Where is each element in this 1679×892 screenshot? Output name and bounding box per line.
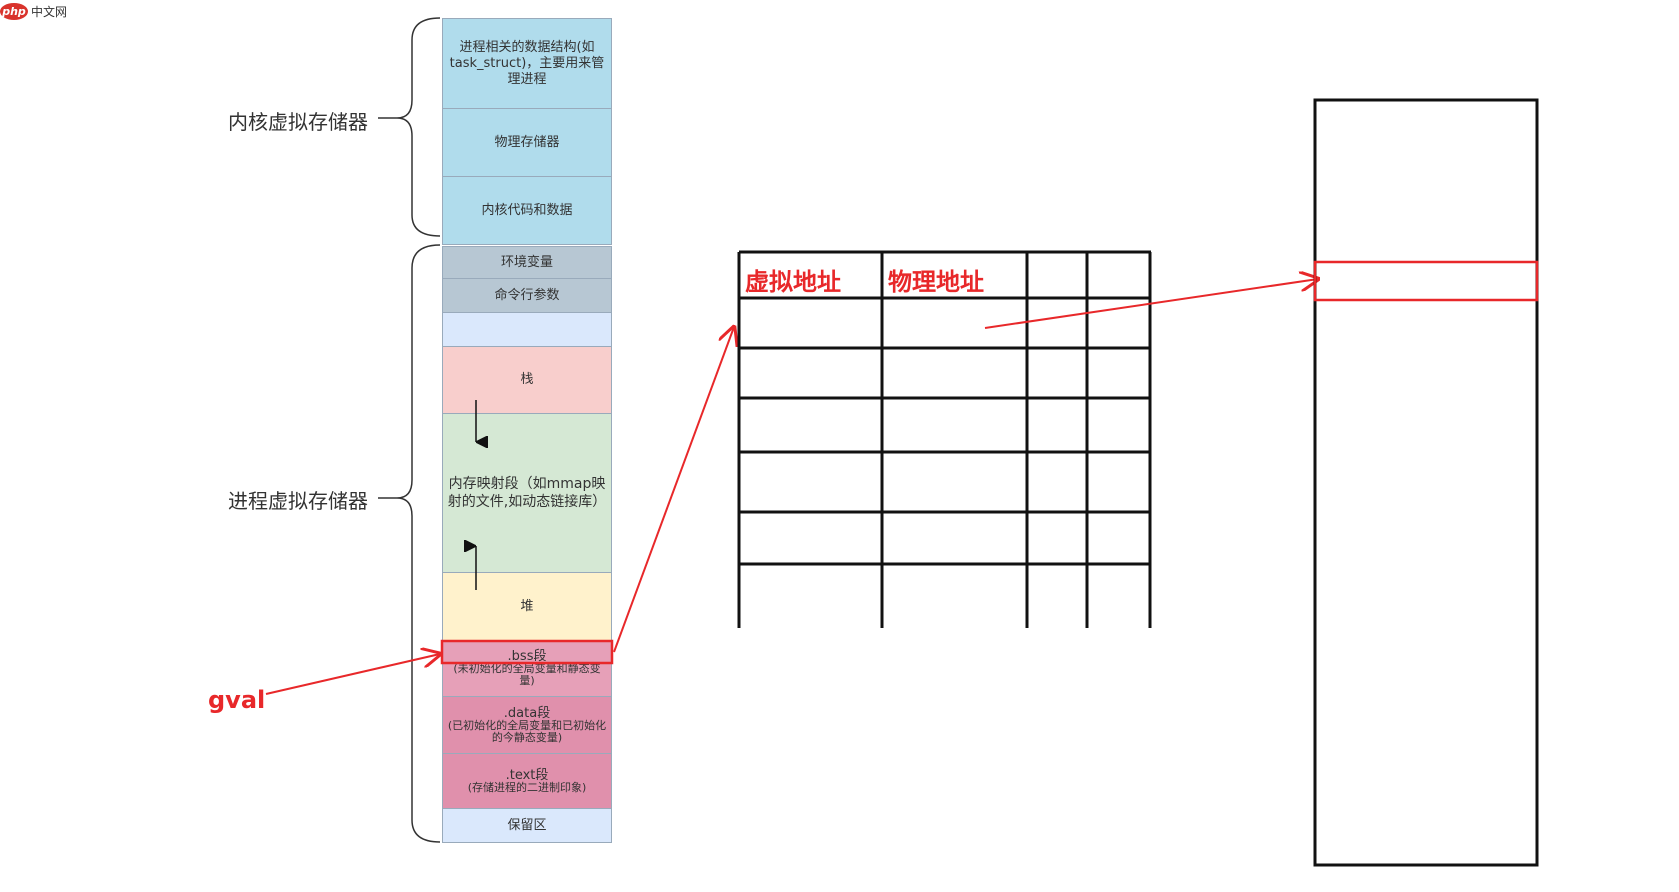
- gval-label: gval: [208, 686, 266, 714]
- site-name: 中文网: [31, 4, 68, 19]
- segment-kernel-code: 内核代码和数据: [442, 177, 612, 245]
- segment-bss-sub: (未初始化的全局变量和静态变量): [453, 662, 601, 687]
- bss-highlight-box: [440, 639, 614, 665]
- segment-task-struct: 进程相关的数据结构(如task_struct)，主要用来管理进程: [442, 18, 612, 109]
- kernel-brace: [396, 17, 441, 237]
- segment-text-sub: (存储进程的二进制印象): [467, 780, 587, 794]
- site-watermark: php 中文网: [0, 0, 90, 22]
- segment-bss-title: .bss段: [507, 649, 547, 664]
- segment-physical-memory-text: 物理存储器: [494, 134, 560, 150]
- segment-data-sub: (已初始化的全局变量和已初始化的今静态变量): [447, 718, 607, 744]
- table-to-physical-arrow: [984, 279, 1318, 329]
- segment-heap-text: 堆: [520, 598, 534, 614]
- segment-cmd-args: 命令行参数: [442, 279, 612, 313]
- segment-task-struct-text: 进程相关的数据结构(如task_struct)，主要用来管理进程: [449, 39, 605, 87]
- segment-text-title: .text段: [505, 767, 549, 783]
- php-logo-badge: php: [0, 2, 28, 20]
- physical-memory-highlight: [1313, 260, 1539, 302]
- page-table-grid: [737, 250, 1152, 628]
- segment-cmd-args-text: 命令行参数: [494, 287, 560, 303]
- process-brace: [396, 244, 441, 843]
- segment-text: .text段 (存储进程的二进制印象): [442, 754, 612, 809]
- segment-gap: [442, 313, 612, 347]
- segment-physical-memory: 物理存储器: [442, 109, 612, 177]
- process-virtual-memory-label: 进程虚拟存储器: [228, 489, 368, 513]
- table-header-virtual-address: 虚拟地址: [745, 268, 841, 296]
- segment-stack: 栈: [442, 347, 612, 414]
- segment-reserved: 保留区: [442, 809, 612, 843]
- segment-data: .data段 (已初始化的全局变量和已初始化的今静态变量): [442, 697, 612, 754]
- segment-bss: .bss段 (未初始化的全局变量和静态变量): [442, 641, 612, 697]
- segment-env-vars-text: 环境变量: [500, 254, 553, 270]
- physical-memory-box: [1313, 98, 1539, 867]
- segment-mmap-text: 内存映射段（如mmap映射的文件,如动态链接库）: [447, 476, 607, 510]
- segment-data-title: .data段: [503, 705, 551, 721]
- segment-env-vars: 环境变量: [442, 246, 612, 279]
- gval-arrow: [265, 654, 440, 695]
- kernel-virtual-memory-label: 内核虚拟存储器: [228, 110, 368, 134]
- table-header-physical-address: 物理地址: [888, 268, 984, 296]
- segment-kernel-code-text: 内核代码和数据: [481, 202, 573, 218]
- segment-stack-text: 栈: [520, 372, 534, 387]
- segment-reserved-text: 保留区: [507, 817, 547, 833]
- bss-to-table-arrow: [613, 327, 734, 653]
